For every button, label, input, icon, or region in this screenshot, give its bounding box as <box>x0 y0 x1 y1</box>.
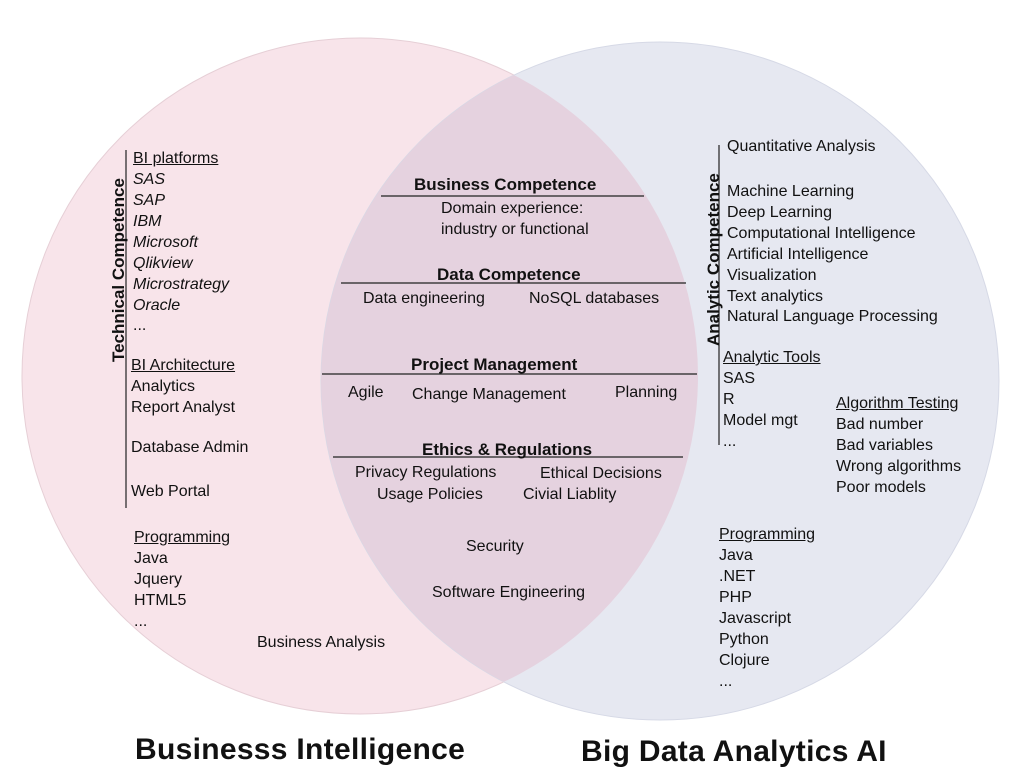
analytic-tool-item: ... <box>723 433 737 450</box>
data-engineering-label: Data engineering <box>363 290 485 307</box>
change-management-label: Change Management <box>412 386 566 403</box>
business-intelligence-title: Businesss Intelligence <box>135 733 466 766</box>
left-programming-heading: Programming <box>134 529 231 546</box>
left-programming-item: HTML5 <box>134 592 187 609</box>
data-competence-heading: Data Competence <box>437 265 581 284</box>
bi-platform-item: Oracle <box>133 297 181 314</box>
bi-architecture-item: Analytics <box>131 378 196 395</box>
quantitative-analysis-label: Quantitative Analysis <box>727 138 876 155</box>
software-engineering-label: Software Engineering <box>432 584 585 601</box>
analytic-competence-title: Analytic Competence <box>704 173 723 346</box>
analytic-item: Deep Learning <box>727 204 832 221</box>
bi-architecture-item: Report Analyst <box>131 399 236 416</box>
analytic-tool-item: Model mgt <box>723 412 798 429</box>
right-programming-item: .NET <box>719 568 756 585</box>
bi-platform-item: SAS <box>133 171 166 188</box>
algorithm-testing-item: Poor models <box>836 479 926 496</box>
civil-liability-label: Civial Liablity <box>523 486 617 503</box>
bi-platform-item: Microsoft <box>133 234 198 251</box>
privacy-regulations-label: Privacy Regulations <box>355 464 497 481</box>
right-programming-item: PHP <box>719 589 752 606</box>
bi-platform-item: ... <box>133 317 147 334</box>
bi-platform-item: Microstrategy <box>133 276 230 293</box>
analytic-tool-item: SAS <box>723 370 756 387</box>
business-competence-heading: Business Competence <box>414 175 597 194</box>
analytic-item: Computational Intelligence <box>727 225 916 242</box>
analytic-item: Artificial Intelligence <box>727 246 869 263</box>
right-programming-item: ... <box>719 673 733 690</box>
project-management-heading: Project Management <box>411 355 578 374</box>
bi-platform-item: IBM <box>133 213 162 230</box>
left-programming-item: Java <box>134 550 168 567</box>
ethics-heading: Ethics & Regulations <box>422 440 593 459</box>
technical-competence-title: Technical Competence <box>109 178 128 362</box>
bi-architecture-heading: BI Architecture <box>131 357 236 374</box>
big-data-analytics-title: Big Data Analytics AI <box>581 735 887 768</box>
algorithm-testing-heading: Algorithm Testing <box>836 395 959 412</box>
web-portal-label: Web Portal <box>131 483 210 500</box>
analytic-item: Natural Language Processing <box>727 308 938 325</box>
nosql-label: NoSQL databases <box>529 290 660 307</box>
analytic-tools-heading: Analytic Tools <box>723 349 821 366</box>
left-programming-item: ... <box>134 613 148 630</box>
right-programming-item: Javascript <box>719 610 792 627</box>
analytic-item: Visualization <box>727 267 817 284</box>
algorithm-testing-item: Bad number <box>836 416 924 433</box>
left-programming-item: Jquery <box>134 571 183 588</box>
right-programming-item: Clojure <box>719 652 770 669</box>
analytic-item: Machine Learning <box>727 183 855 200</box>
business-analysis-label: Business Analysis <box>257 634 386 651</box>
planning-label: Planning <box>615 384 678 401</box>
bi-platform-item: Qlikview <box>133 255 193 272</box>
overlap-region <box>321 42 698 714</box>
analytic-tool-item: R <box>723 391 735 408</box>
usage-policies-label: Usage Policies <box>377 486 483 503</box>
right-programming-heading: Programming <box>719 526 816 543</box>
right-programming-item: Python <box>719 631 769 648</box>
analytic-item: Text analytics <box>727 288 824 305</box>
agile-label: Agile <box>348 384 384 401</box>
bi-platform-item: SAP <box>133 192 166 209</box>
security-label: Security <box>466 538 524 555</box>
algorithm-testing-item: Wrong algorithms <box>836 458 962 475</box>
ethical-decisions-label: Ethical Decisions <box>540 465 662 482</box>
right-programming-item: Java <box>719 547 753 564</box>
domain-experience-line1: Domain experience: <box>441 200 584 217</box>
bi-platforms-heading: BI platforms <box>133 150 219 167</box>
domain-experience-line2: industry or functional <box>441 221 589 238</box>
algorithm-testing-item: Bad variables <box>836 437 933 454</box>
database-admin-label: Database Admin <box>131 439 249 456</box>
